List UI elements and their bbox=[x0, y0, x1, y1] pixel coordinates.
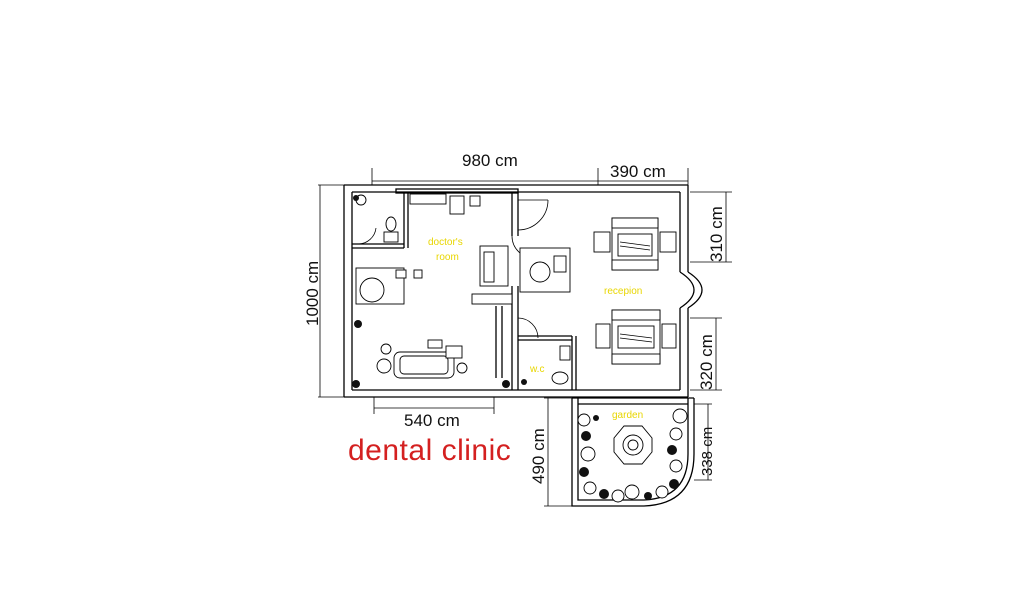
dim-right-lower: 320 cm bbox=[697, 334, 716, 390]
dim-bottom: 540 cm bbox=[404, 411, 460, 430]
garden-plants bbox=[577, 408, 688, 503]
dim-garden-right: 338 cm bbox=[699, 427, 716, 476]
dimension-lines bbox=[318, 168, 732, 507]
reception-desk bbox=[519, 247, 571, 293]
waiting-table-lower bbox=[595, 309, 677, 365]
dim-garden-left: 490 cm bbox=[529, 428, 548, 484]
waiting-table-upper bbox=[593, 217, 677, 271]
label-garden: garden bbox=[612, 410, 643, 421]
corner-pillars bbox=[352, 195, 510, 388]
dim-top-right: 390 cm bbox=[610, 162, 666, 181]
toilet-small bbox=[355, 194, 399, 243]
label-doctors-room: doctor's bbox=[428, 237, 463, 248]
dim-right-upper: 310 cm bbox=[707, 206, 726, 262]
building-walls bbox=[343, 184, 703, 398]
label-wc: w.c bbox=[529, 364, 544, 375]
plan-title: dental clinic bbox=[348, 434, 511, 467]
doctor-desk bbox=[355, 267, 423, 305]
wc-fixtures bbox=[521, 345, 571, 385]
label-reception: recepion bbox=[604, 286, 642, 297]
garden-area bbox=[571, 397, 695, 507]
cabinets bbox=[409, 193, 513, 305]
dim-top-left: 980 cm bbox=[462, 151, 518, 170]
dental-chair bbox=[376, 339, 468, 379]
label-doctors-room-2: room bbox=[436, 252, 459, 263]
dim-left: 1000 cm bbox=[303, 261, 322, 326]
